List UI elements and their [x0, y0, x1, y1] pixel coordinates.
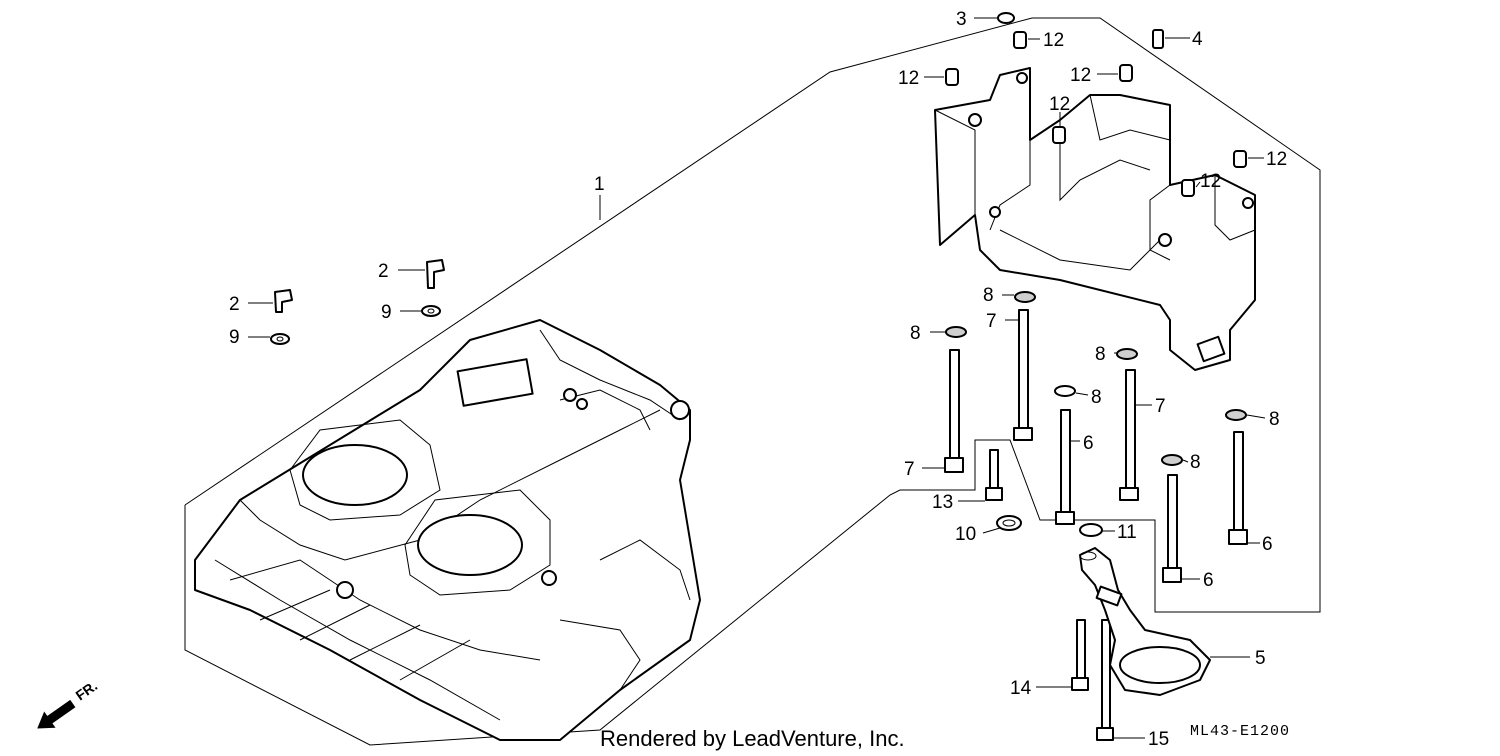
oil-strainer	[1079, 547, 1211, 696]
callout-10: 10	[955, 524, 976, 545]
diagram-code: ML43-E1200	[1190, 723, 1290, 740]
callout-12-f: 12	[1200, 171, 1221, 192]
leader-lines	[248, 17, 1266, 739]
callout-2-left: 2	[229, 294, 240, 315]
callout-12-a: 12	[1043, 30, 1064, 51]
callout-12-c: 12	[1070, 65, 1091, 86]
callout-12-e: 12	[1266, 149, 1287, 170]
callout-1: 1	[594, 174, 605, 195]
callout-11: 11	[1117, 522, 1137, 543]
callout-12-d: 12	[1049, 94, 1070, 115]
callout-7-c: 7	[904, 459, 915, 480]
callout-3: 3	[956, 9, 967, 30]
credit-text: Rendered by LeadVenture, Inc.	[600, 726, 905, 751]
callout-15: 15	[1148, 729, 1169, 750]
callout-7-b: 7	[1155, 396, 1166, 417]
front-arrow-icon	[37, 699, 76, 729]
crankcase-frame	[934, 67, 1256, 371]
callout-labels: 1 2 2 9 9 3 4 12 12 12 12 12 12 8 8 8 8 …	[229, 9, 1287, 750]
bolts	[944, 309, 1248, 741]
callout-8-b: 8	[910, 323, 921, 344]
callout-6-c: 6	[1203, 570, 1214, 591]
callout-4: 4	[1192, 29, 1203, 50]
callout-6-a: 6	[1083, 433, 1094, 454]
front-direction-indicator: FR.	[37, 677, 101, 729]
callout-12-b: 12	[898, 68, 919, 89]
callout-9-left: 9	[229, 327, 240, 348]
small-parts	[270, 12, 1247, 345]
o-rings	[996, 515, 1103, 537]
callout-5: 5	[1255, 648, 1266, 669]
callout-2-right: 2	[378, 261, 389, 282]
callout-8-d: 8	[1091, 387, 1102, 408]
front-label: FR.	[73, 677, 101, 703]
callout-14: 14	[1010, 678, 1032, 699]
callout-7-a: 7	[986, 311, 997, 332]
callout-8-e: 8	[1269, 409, 1280, 430]
lower-crankcase	[194, 319, 701, 741]
callout-9-right: 9	[381, 302, 392, 323]
callout-8-c: 8	[1095, 344, 1106, 365]
washers	[945, 291, 1247, 466]
callout-8-a: 8	[983, 285, 994, 306]
callout-6-b: 6	[1262, 534, 1273, 555]
callout-13: 13	[932, 492, 953, 513]
callout-8-f: 8	[1190, 452, 1201, 473]
